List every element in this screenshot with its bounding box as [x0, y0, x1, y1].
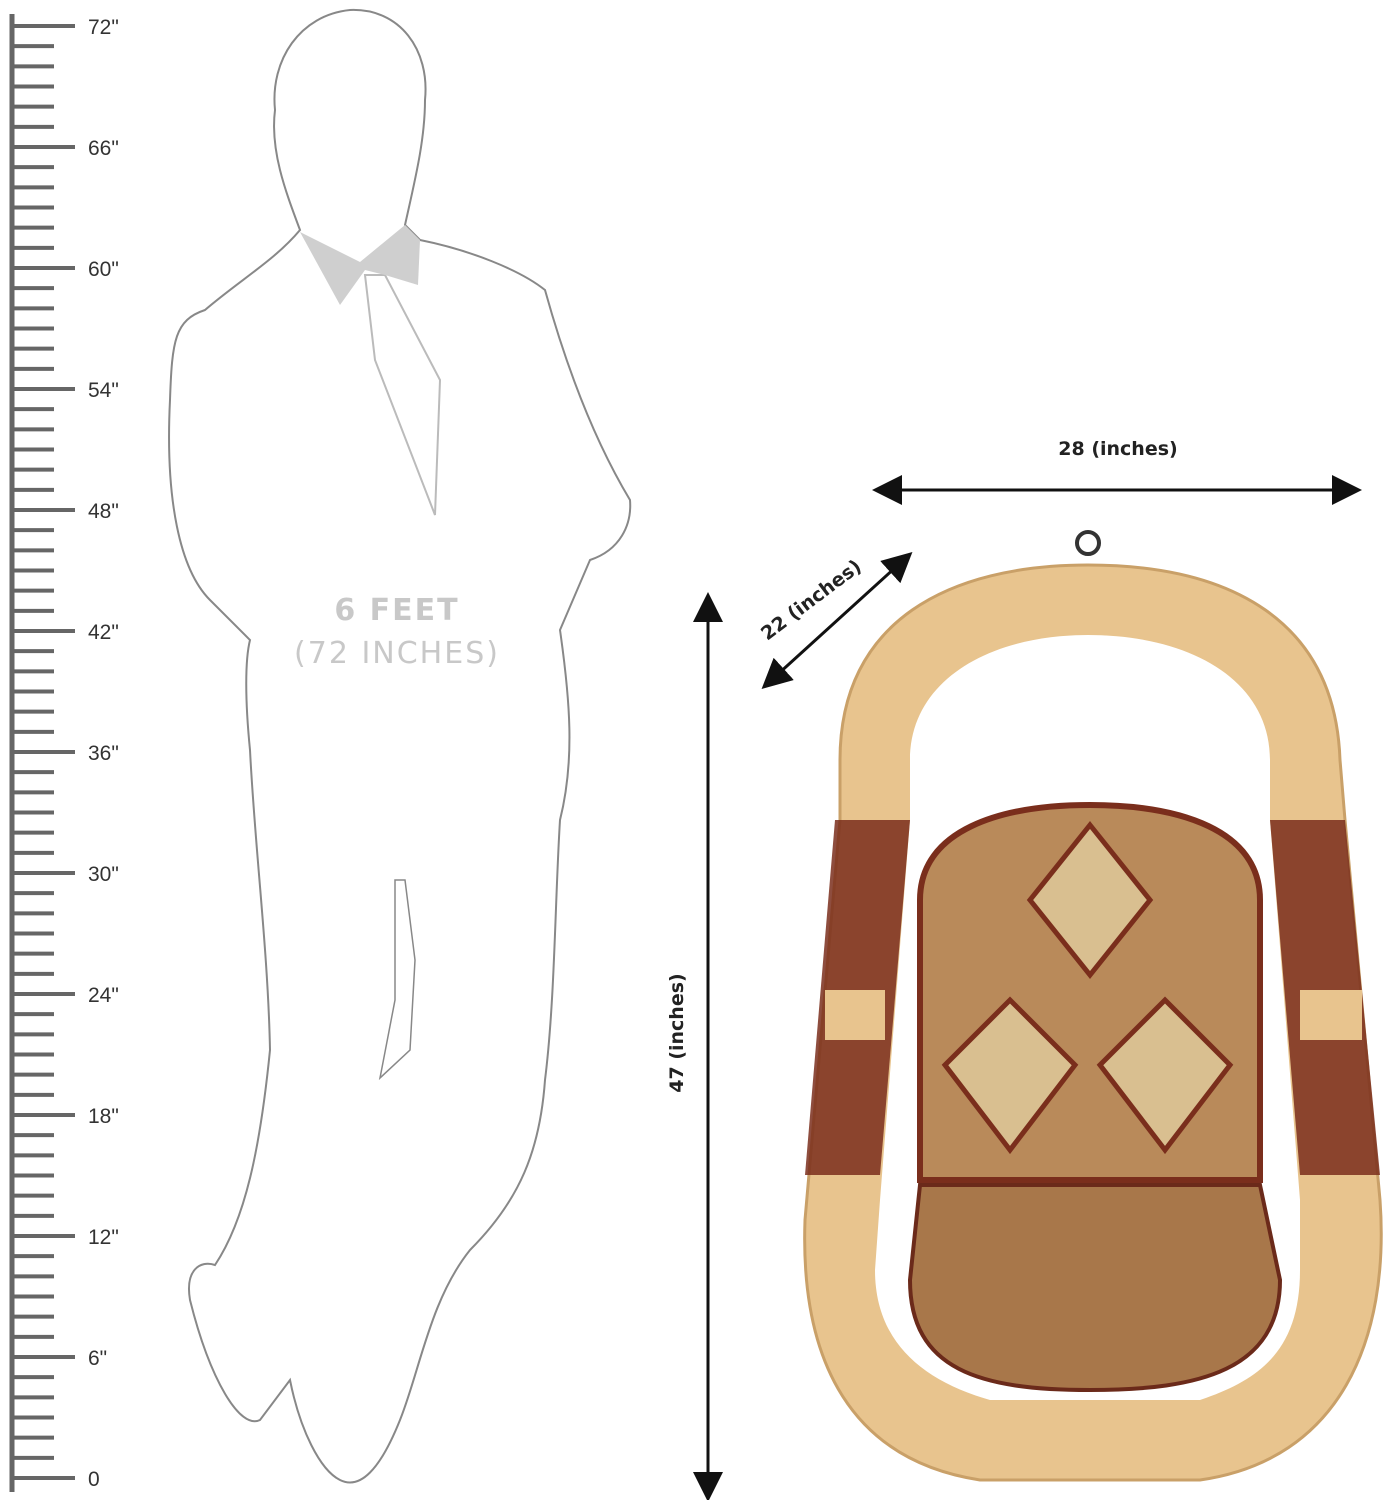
person-silhouette: [168, 8, 632, 1484]
depth-label: 22 (inches): [757, 555, 866, 644]
tick-label: 42": [88, 621, 119, 644]
depth-arrow: [761, 551, 913, 690]
tick-label: 54": [88, 379, 119, 402]
figure-height-feet: 6 FEET: [334, 593, 459, 628]
height-ruler: 0 6" 12" 18" 24" 30" 36" 42" 48" 54" 60" 66" 72": [9, 14, 119, 1492]
tick-label: 0: [88, 1468, 100, 1491]
tick-label: 30": [88, 863, 119, 886]
height-label: 47 (inches): [666, 973, 688, 1092]
tick-label: 6": [88, 1347, 107, 1370]
tick-label: 66": [88, 137, 119, 160]
shirt-collar: [300, 225, 420, 305]
figure-height-inches: (72 INCHES): [294, 636, 500, 671]
tick-label: 18": [88, 1105, 119, 1128]
tick-label: 72": [88, 16, 119, 39]
tick-label: 36": [88, 742, 119, 765]
tick-label: 48": [88, 500, 119, 523]
swing-chair: [803, 530, 1383, 1482]
tick-label: 12": [88, 1226, 119, 1249]
tick-label: 60": [88, 258, 119, 281]
hanging-hook: [1075, 530, 1101, 556]
tick-label: 24": [88, 984, 119, 1007]
width-label: 28 (inches): [1058, 438, 1177, 460]
